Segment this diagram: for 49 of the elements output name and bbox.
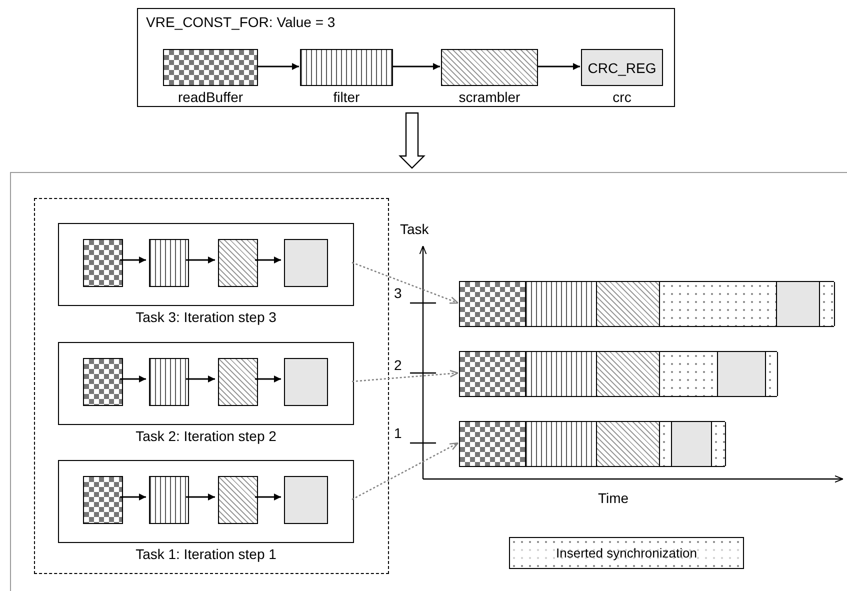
process-box [149, 239, 189, 287]
dotted-arrow [352, 370, 459, 382]
loop-box [137, 8, 675, 107]
process-box [149, 476, 189, 524]
tick-label: 3 [394, 285, 402, 301]
arrow [120, 376, 146, 382]
process-box [284, 476, 328, 524]
tick-label: 2 [394, 357, 402, 373]
timeline-bar [459, 281, 834, 327]
arrow [537, 63, 580, 70]
panel-frame [10, 172, 847, 591]
arrow [255, 494, 281, 500]
loop-title: VRE_CONST_FOR: Value = 3 [146, 14, 336, 30]
process-box [218, 476, 258, 524]
register-label: CRC_REG [586, 60, 658, 76]
arrow [255, 256, 281, 264]
component-name: scrambler [458, 89, 522, 105]
axis-title: Task [400, 221, 429, 237]
component-name: readBuffer [176, 89, 244, 105]
process-box [284, 358, 328, 406]
task-caption: Task 2: Iteration step 2 [134, 428, 278, 444]
arrow [186, 256, 215, 264]
arrow [257, 63, 299, 70]
process-box [218, 239, 258, 287]
axis-title: Time [598, 490, 629, 506]
timeline-bar [459, 351, 777, 397]
process-box [218, 358, 258, 406]
block-arrow [398, 112, 426, 169]
task-caption: Task 3: Iteration step 3 [134, 309, 278, 325]
component-name: filter [332, 89, 361, 105]
dotted-arrow [352, 442, 459, 500]
arrow [120, 494, 146, 500]
arrow [120, 256, 146, 264]
process-box [149, 358, 189, 406]
process-box [83, 239, 123, 287]
legend-box [509, 537, 744, 569]
group-box [34, 198, 389, 574]
arrow [186, 494, 215, 500]
process-box [284, 239, 328, 287]
tick-label: 1 [394, 425, 402, 441]
process-box [83, 476, 123, 524]
dotted-arrow [352, 262, 459, 304]
arrow [186, 376, 215, 382]
arrow [255, 376, 281, 382]
task-caption: Task 1: Iteration step 1 [134, 546, 278, 562]
timeline-bar [459, 421, 725, 467]
process-box [83, 358, 123, 406]
arrow [392, 63, 440, 70]
component-name: crc [612, 89, 632, 105]
